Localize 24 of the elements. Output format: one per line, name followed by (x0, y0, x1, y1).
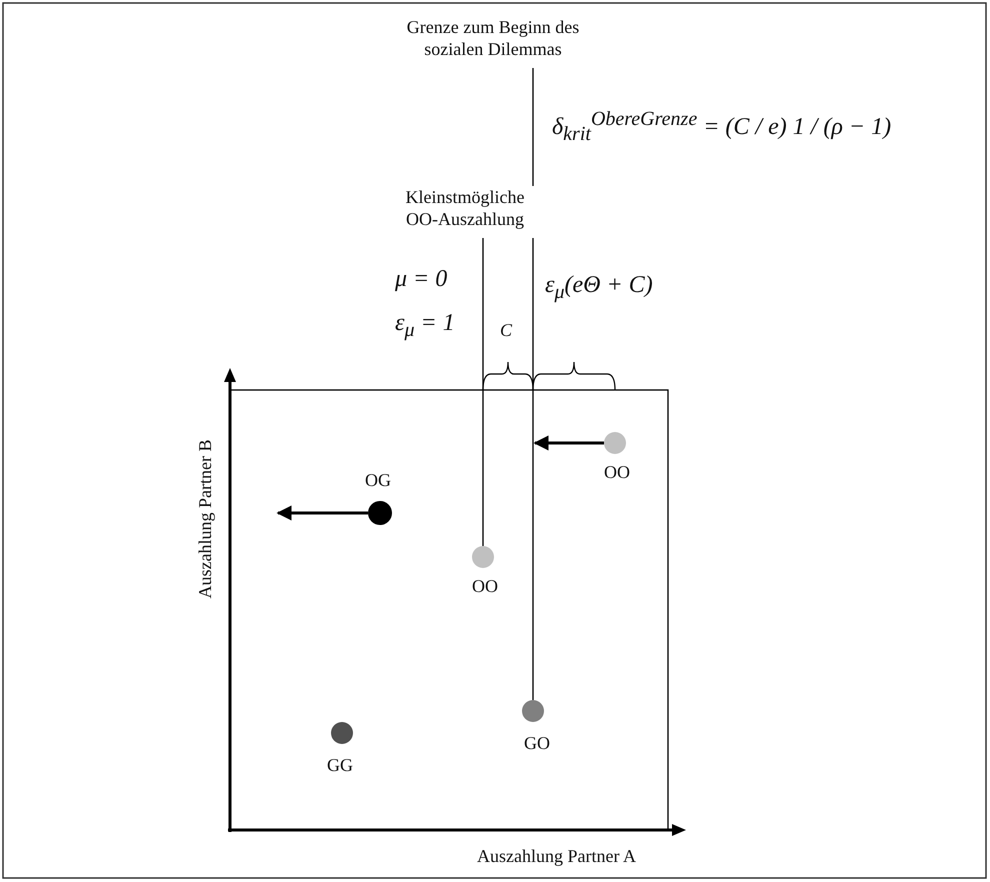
leader-line (482, 238, 484, 546)
leader-line (532, 68, 534, 186)
point-label: GO (523, 733, 551, 754)
point-label: OG (364, 470, 392, 491)
formula: ε$_{μ}$ = 1 (395, 310, 455, 342)
formula: ε$_{μ}$(eΘ + C) (545, 272, 653, 304)
data-point (604, 432, 626, 454)
formula: δ$_{krit}$$^{ObereGrenze}$ = (C / e) 1 / (ρ − 1) (552, 108, 892, 146)
point-label: OO (471, 576, 499, 597)
arrow (534, 436, 604, 450)
data-point (522, 700, 544, 722)
arrow (276, 506, 368, 520)
data-point (472, 546, 494, 568)
annotation-text: Kleinstmögliche OO-Auszahlung (404, 186, 526, 230)
leader-line (532, 238, 534, 700)
annotation-text: Grenze zum Beginn des sozialen Dilemmas (406, 16, 580, 60)
variable-label: C (500, 320, 512, 341)
data-point (331, 722, 353, 744)
point-label: GG (326, 755, 354, 776)
axis-title: Auszahlung Partner A (477, 845, 636, 867)
point-label: OO (603, 462, 631, 483)
axis-title: Auszahlung Partner B (194, 438, 216, 600)
formula: μ = 0 (395, 266, 448, 293)
data-point (368, 501, 392, 525)
